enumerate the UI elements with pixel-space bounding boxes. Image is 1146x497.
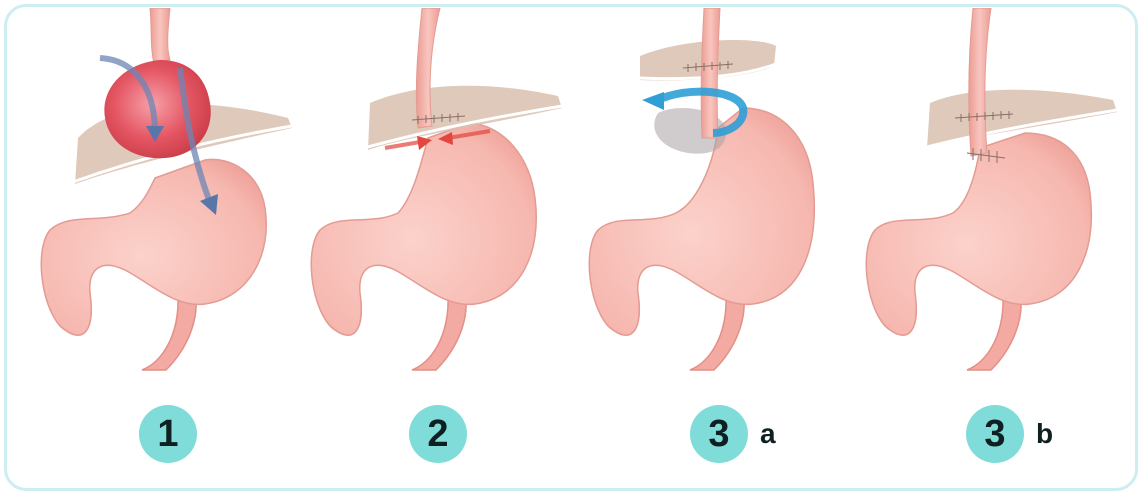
panel-step-2 — [300, 8, 576, 378]
step-suffix: b — [1036, 418, 1053, 450]
stomach — [41, 159, 266, 335]
panel-step-3b — [855, 8, 1131, 378]
step-label-3a: 3 a — [690, 404, 776, 464]
step-label-2: 2 — [409, 404, 467, 464]
step-badge: 3 — [690, 405, 748, 463]
step-label-1: 1 — [139, 404, 197, 464]
step-suffix: a — [760, 418, 776, 450]
stomach — [866, 133, 1091, 335]
step-label-3b: 3 b — [966, 404, 1053, 464]
panel-step-3a — [578, 8, 854, 378]
panel-step-1 — [30, 8, 306, 378]
step-badge: 2 — [409, 405, 467, 463]
step-badge: 1 — [139, 405, 197, 463]
step-badge: 3 — [966, 405, 1024, 463]
stomach — [311, 123, 536, 335]
